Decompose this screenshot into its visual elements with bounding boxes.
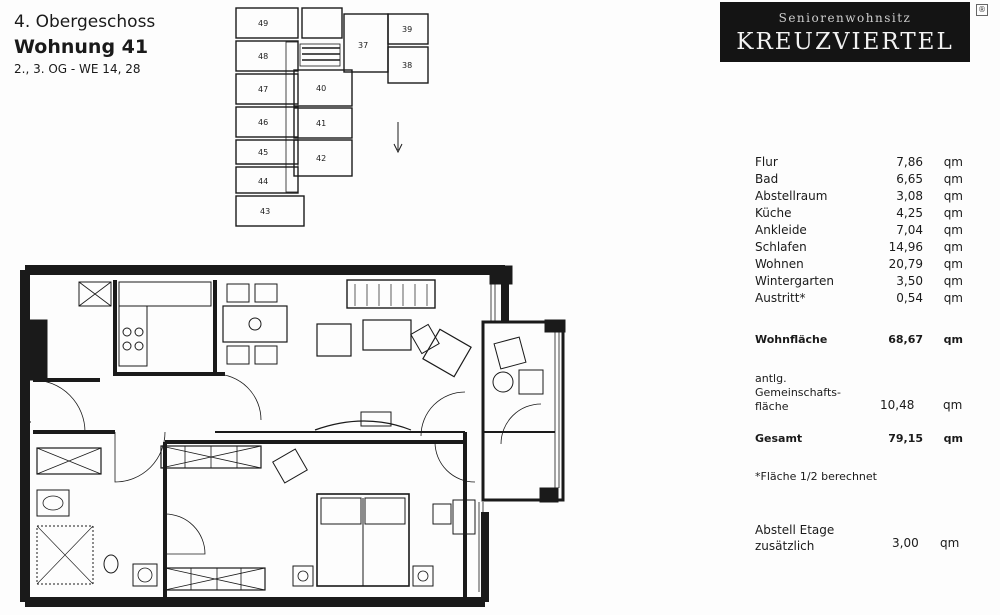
abstell-line1: Abstell Etage: [755, 523, 835, 537]
key-plan-unit-label: 40: [316, 84, 326, 93]
area-unit: qm: [943, 240, 963, 254]
wohnflaeche-label: Wohnfläche: [755, 333, 828, 346]
footnote: *Fläche 1/2 berechnet: [755, 470, 877, 483]
gesamt-value: 79,15: [888, 432, 923, 445]
area-value: 7,04: [896, 223, 923, 237]
abstell-label: Abstell Etage zusätzlich: [755, 522, 834, 554]
key-plan-unit-label: 43: [260, 207, 270, 216]
area-name: Wintergarten: [755, 274, 834, 288]
gemeinschaft-label: antlg. Gemeinschafts- fläche: [755, 372, 841, 414]
wohnflaeche-row: Wohnfläche 68,67 qm: [755, 333, 975, 350]
area-value: 20,79: [888, 257, 923, 271]
area-row: Wintergarten 3,50 qm: [755, 274, 975, 291]
key-plan: 49 48 47 46 45 44 43 37 39 38 40 41 42: [235, 7, 429, 227]
area-row: Schlafen 14,96 qm: [755, 240, 975, 257]
area-value: 4,25: [896, 206, 923, 220]
key-plan-unit-label: 39: [402, 25, 412, 34]
apartment-label: Wohnung 41: [14, 36, 149, 58]
key-plan-unit-label: 47: [258, 85, 268, 94]
registered-mark-icon: ®: [976, 4, 988, 16]
area-row: Bad 6,65 qm: [755, 172, 975, 189]
gemeinschaft-unit: qm: [943, 398, 963, 412]
key-plan-unit-label: 38: [402, 61, 412, 70]
key-plan-unit-label: 42: [316, 154, 326, 163]
area-name: Wohnen: [755, 257, 804, 271]
area-unit: qm: [943, 189, 963, 203]
area-unit: qm: [943, 223, 963, 237]
area-name: Abstellraum: [755, 189, 828, 203]
area-row: Austritt* 0,54 qm: [755, 291, 975, 308]
area-unit: qm: [943, 172, 963, 186]
area-value: 6,65: [896, 172, 923, 186]
area-row: Wohnen 20,79 qm: [755, 257, 975, 274]
gesamt-unit: qm: [943, 432, 963, 445]
key-plan-unit-label: 37: [358, 41, 368, 50]
key-plan-unit-label: 46: [258, 118, 268, 127]
key-plan-unit-label: 45: [258, 148, 268, 157]
area-name: Küche: [755, 206, 792, 220]
area-name: Schlafen: [755, 240, 807, 254]
gemeinschaft-line3: fläche: [755, 400, 789, 413]
gemeinschaft-line2: Gemeinschafts-: [755, 386, 841, 399]
area-value: 3,08: [896, 189, 923, 203]
area-name: Austritt*: [755, 291, 806, 305]
floor-label: 4. Obergeschoss: [14, 12, 156, 32]
gemeinschaft-value: 10,48: [880, 398, 915, 412]
area-name: Ankleide: [755, 223, 807, 237]
area-value: 3,50: [896, 274, 923, 288]
key-plan-unit-label: 41: [316, 119, 326, 128]
apartment-sub-label: 2., 3. OG - WE 14, 28: [14, 62, 141, 76]
abstell-unit: qm: [940, 536, 960, 550]
abstell-value: 3,00: [892, 536, 919, 550]
wohnflaeche-value: 68,67: [888, 333, 923, 346]
gesamt-row: Gesamt 79,15 qm: [755, 432, 975, 449]
gesamt-label: Gesamt: [755, 432, 803, 445]
abstell-line2: zusätzlich: [755, 539, 815, 553]
area-unit: qm: [943, 155, 963, 169]
area-row: Abstellraum 3,08 qm: [755, 189, 975, 206]
area-value: 14,96: [888, 240, 923, 254]
area-name: Flur: [755, 155, 778, 169]
area-row: Ankleide 7,04 qm: [755, 223, 975, 240]
area-unit: qm: [943, 291, 963, 305]
key-plan-unit-label: 49: [258, 19, 268, 28]
area-row: Flur 7,86 qm: [755, 155, 975, 172]
main-floor-plan: [20, 265, 566, 607]
area-value: 0,54: [896, 291, 923, 305]
key-plan-unit-label: 48: [258, 52, 268, 61]
key-plan-unit-label: 44: [258, 177, 268, 186]
brand-name: KREUZVIERTEL: [736, 29, 954, 55]
area-unit: qm: [943, 257, 963, 271]
area-unit: qm: [943, 274, 963, 288]
area-row: Küche 4,25 qm: [755, 206, 975, 223]
wohnflaeche-unit: qm: [943, 333, 963, 346]
area-unit: qm: [943, 206, 963, 220]
gemeinschaft-line1: antlg.: [755, 372, 787, 385]
brand-logo: Seniorenwohnsitz KREUZVIERTEL: [720, 2, 970, 62]
area-name: Bad: [755, 172, 779, 186]
area-value: 7,86: [896, 155, 923, 169]
brand-tagline: Seniorenwohnsitz: [778, 11, 912, 25]
